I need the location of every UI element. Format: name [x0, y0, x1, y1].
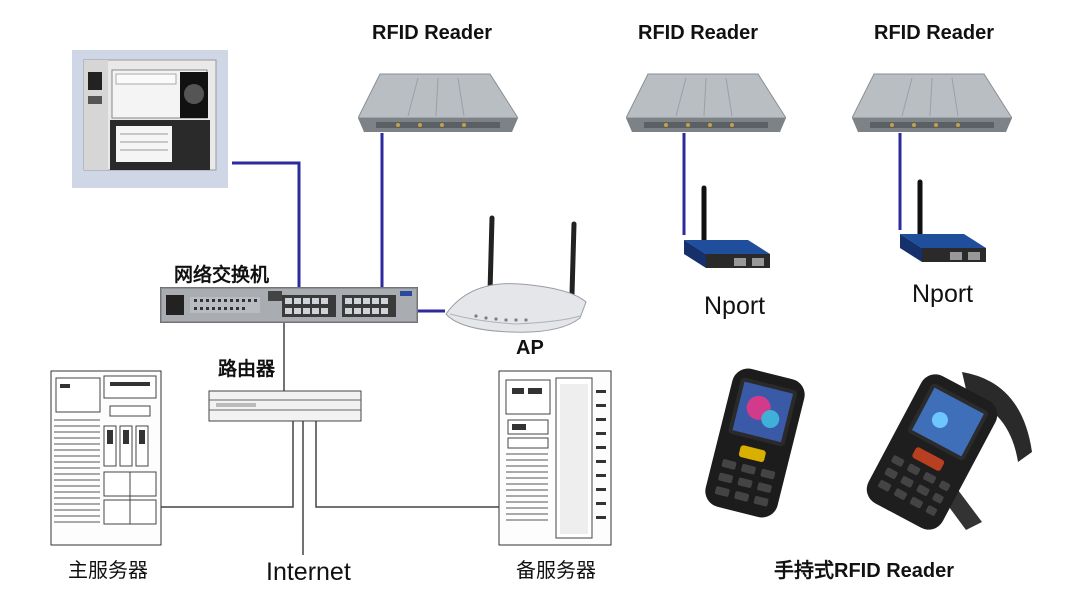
rfid-reader-3-label: RFID Reader — [874, 22, 995, 44]
handheld-reader-2-icon — [866, 372, 1032, 530]
nport-2-icon — [900, 179, 986, 262]
printer-switch-link — [232, 161, 301, 300]
router-mainserver-link — [160, 420, 294, 508]
switch-label: 网络交换机 — [174, 265, 270, 286]
nport-1-icon — [684, 185, 770, 268]
nport-1-label: Nport — [704, 292, 766, 320]
main-server-label: 主服务器 — [68, 560, 148, 582]
network-switch-icon — [160, 287, 418, 323]
nport-2-label: Nport — [912, 280, 974, 308]
backup-server-icon — [498, 370, 612, 546]
rfid-reader-2-icon — [626, 73, 786, 132]
main-server-icon — [50, 370, 162, 546]
handheld-reader-1-icon — [705, 368, 805, 518]
internet-label: Internet — [266, 558, 351, 586]
wireless-ap-icon — [445, 215, 587, 333]
rfid-reader-1-icon — [358, 73, 518, 132]
ap-label: AP — [516, 337, 544, 359]
rfid-reader-1-label: RFID Reader — [372, 22, 493, 44]
label-printer-icon — [72, 50, 228, 188]
router-label: 路由器 — [218, 359, 276, 380]
router-backupserver-link — [315, 420, 500, 508]
handheld-reader-label: 手持式RFID Reader — [774, 560, 955, 582]
rfid-reader-3-icon — [852, 73, 1012, 132]
backup-server-label: 备服务器 — [516, 560, 596, 582]
rfid-reader-2-label: RFID Reader — [638, 22, 759, 44]
router-icon — [208, 390, 362, 422]
